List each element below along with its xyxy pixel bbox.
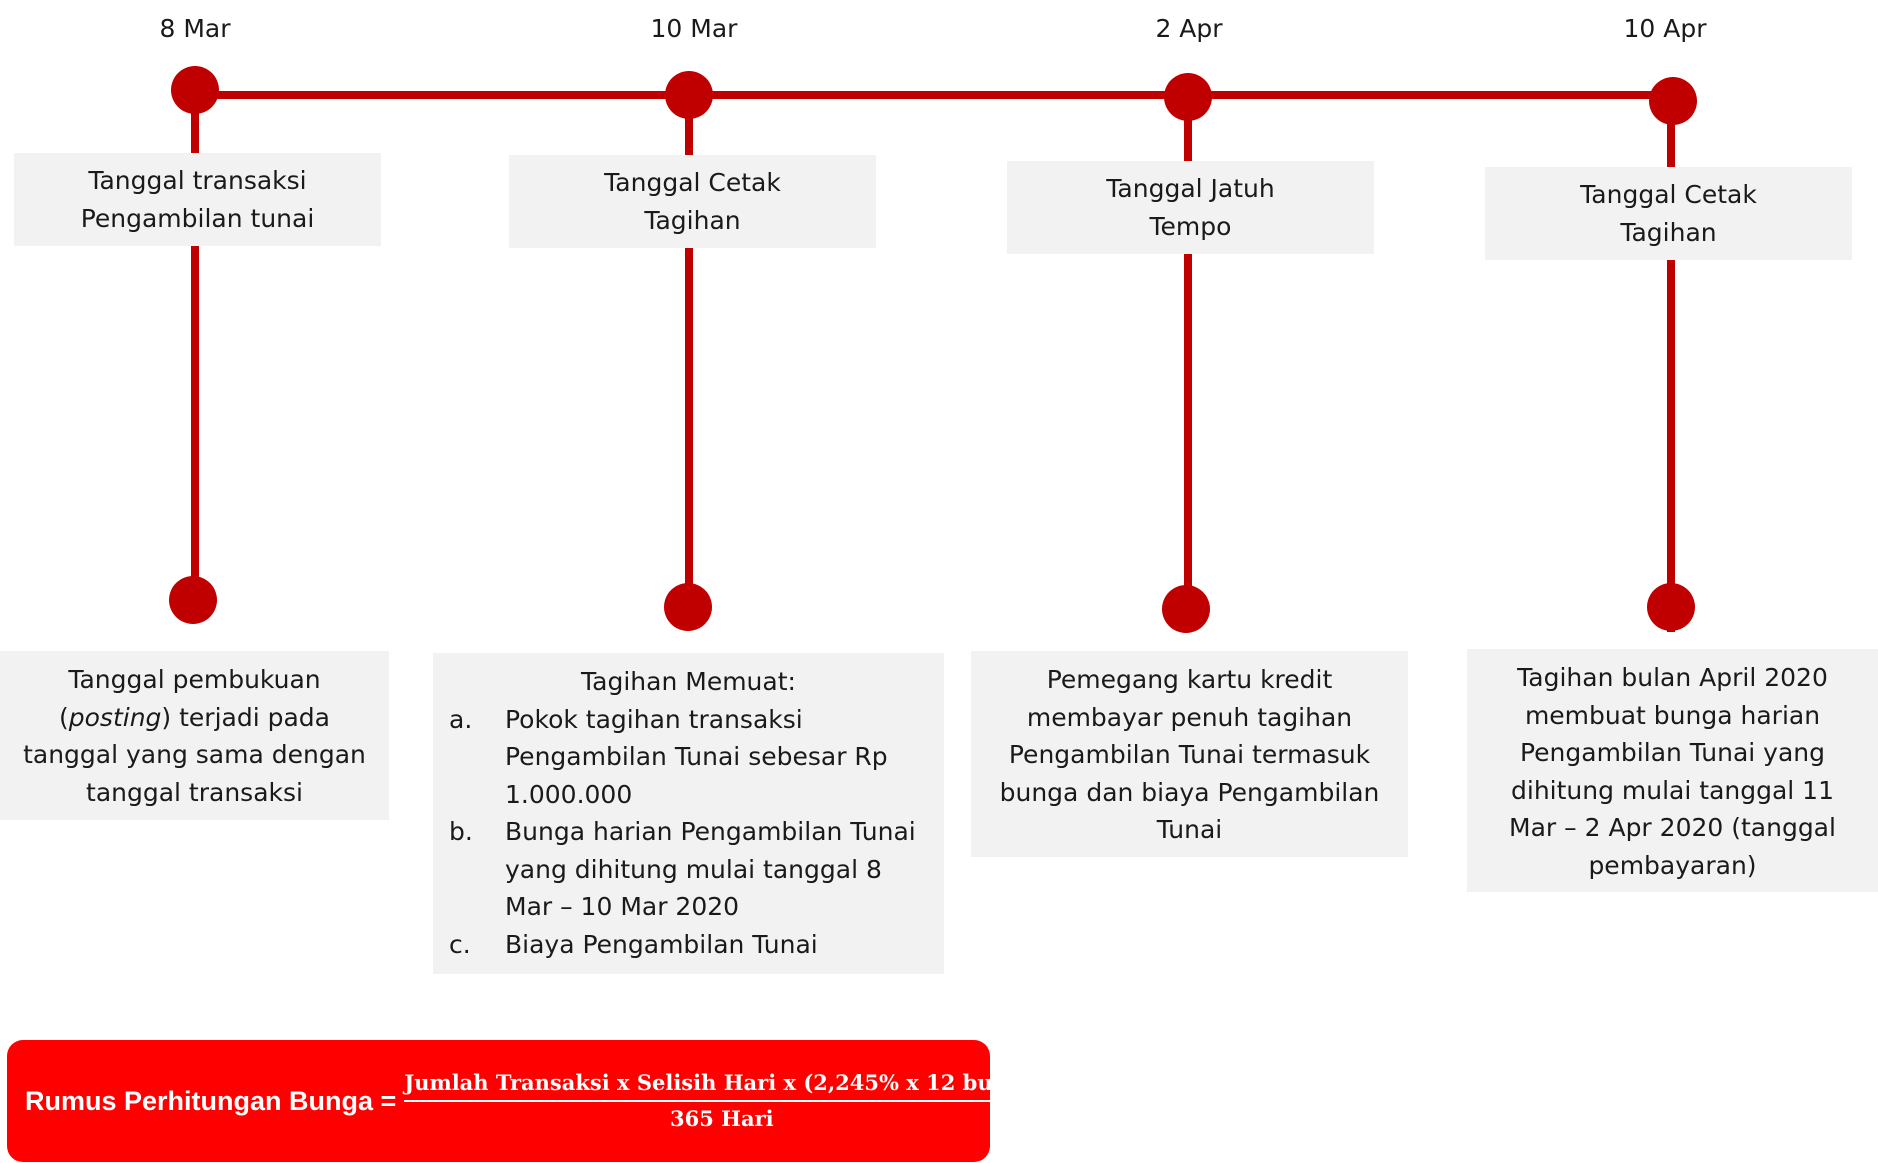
event-label-box-4: Tanggal Cetak Tagihan	[1485, 167, 1852, 260]
date-label-4: 10 Apr	[1623, 14, 1707, 43]
timeline-dot-bottom-2	[664, 583, 712, 631]
list-item-marker: c.	[449, 929, 471, 959]
event-label-4: Tanggal Cetak Tagihan	[1580, 179, 1757, 247]
event-description-1-italic: posting	[68, 702, 162, 732]
date-label-2: 10 Mar	[650, 14, 738, 43]
list-item: c. Biaya Pengambilan Tunai	[433, 926, 944, 964]
event-label-box-1: Tanggal transaksi Pengambilan tunai	[14, 153, 381, 246]
formula-label: Rumus Perhitungan Bunga =	[25, 1085, 397, 1116]
event-description-box-2: Tagihan Memuat: a. Pokok tagihan transak…	[433, 653, 944, 974]
list-item-text: Biaya Pengambilan Tunai	[505, 929, 818, 959]
timeline-connector-2	[685, 95, 693, 605]
event-description-1-part-1: Tanggal pembukuan (	[59, 665, 321, 732]
timeline-connector-1	[191, 92, 199, 598]
timeline-dot-top-1	[171, 66, 219, 114]
timeline-dot-top-3	[1164, 73, 1212, 121]
list-item: b. Bunga harian Pengambilan Tunai yang d…	[433, 813, 944, 926]
date-label-1: 8 Mar	[159, 14, 231, 43]
list-item-marker: b.	[449, 817, 473, 846]
bill-contents-list: a. Pokok tagihan transaksi Pengambilan T…	[433, 701, 944, 964]
timeline-dot-bottom-4	[1647, 583, 1695, 631]
formula-denominator: 365 Hari	[670, 1106, 774, 1131]
timeline-dot-bottom-1	[169, 576, 217, 624]
event-description-box-3: Pemegang kartu kredit membayar penuh tag…	[971, 651, 1408, 857]
event-label-box-2: Tanggal Cetak Tagihan	[509, 155, 876, 248]
event-label-2: Tanggal Cetak Tagihan	[604, 167, 781, 235]
list-item: a. Pokok tagihan transaksi Pengambilan T…	[433, 701, 944, 814]
formula-fraction: Jumlah Transaksi x Selisih Hari x (2,245…	[404, 1068, 1040, 1134]
timeline-connector-4	[1667, 100, 1675, 632]
list-item-text: Pokok tagihan transaksi Pengambilan Tuna…	[505, 704, 888, 809]
timeline-dot-bottom-3	[1162, 585, 1210, 633]
interest-formula-banner: Rumus Perhitungan Bunga = Jumlah Transak…	[7, 1040, 1040, 1162]
event-description-box-1: Tanggal pembukuan (posting) terjadi pada…	[0, 651, 389, 820]
timeline-connector-3	[1184, 97, 1192, 607]
bill-contents-title: Tagihan Memuat:	[581, 667, 796, 696]
list-item-marker: a.	[449, 704, 473, 734]
event-label-3: Tanggal Jatuh Tempo	[1106, 173, 1275, 241]
list-item-text: Bunga harian Pengambilan Tunai yang dihi…	[505, 817, 916, 921]
event-description-1-part-2: ) terjadi pada tanggal yang sama dengan …	[23, 702, 366, 807]
event-label-1: Tanggal transaksi Pengambilan tunai	[80, 165, 315, 233]
timeline-dot-top-4	[1649, 77, 1697, 125]
formula-numerator: Jumlah Transaksi x Selisih Hari x (2,245…	[404, 1070, 1040, 1095]
event-description-box-4: Tagihan bulan April 2020 membuat bunga h…	[1467, 649, 1878, 892]
timeline-axis	[195, 91, 1673, 99]
fraction-bar	[404, 1100, 1040, 1102]
date-label-3: 2 Apr	[1155, 14, 1223, 43]
event-label-box-3: Tanggal Jatuh Tempo	[1007, 161, 1374, 254]
timeline-dot-top-2	[665, 71, 713, 119]
